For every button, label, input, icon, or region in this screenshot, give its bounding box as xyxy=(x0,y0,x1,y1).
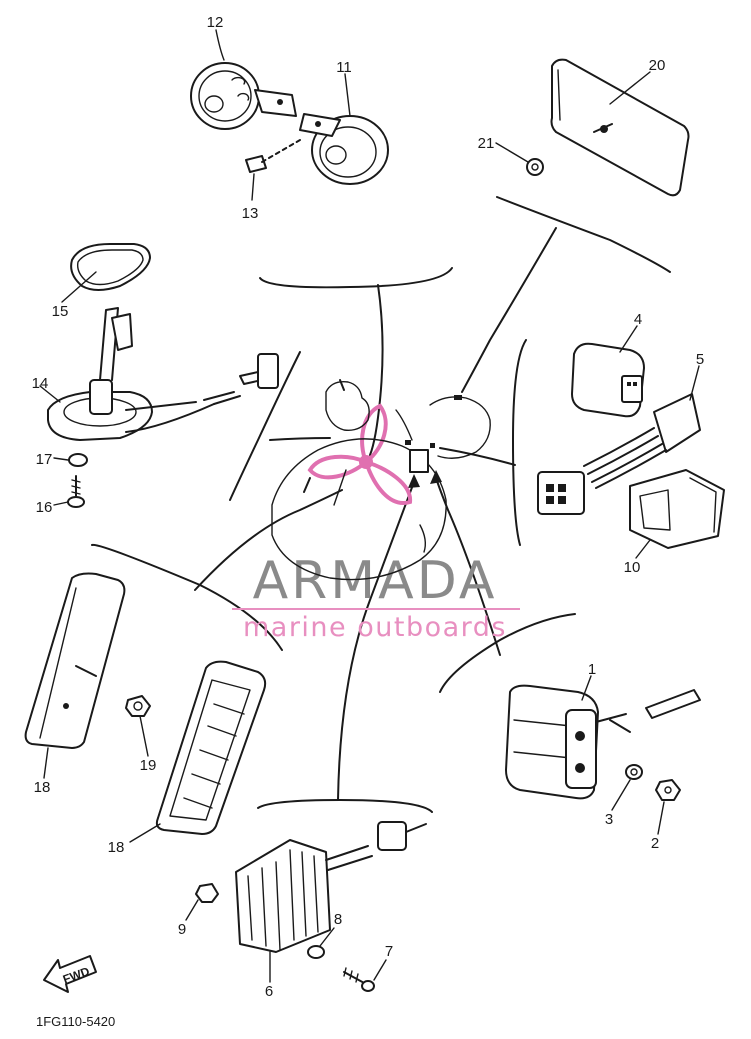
part-label-21: 21 xyxy=(478,135,495,152)
part-label-17: 17 xyxy=(36,451,53,468)
part-label-13: 13 xyxy=(242,205,259,222)
sender-unit-14 xyxy=(47,307,279,441)
gasket-15 xyxy=(70,243,151,291)
part-label-16: 16 xyxy=(36,499,53,516)
panel-20 xyxy=(550,58,690,197)
washer-3 xyxy=(625,764,643,780)
reflector-18-right xyxy=(155,660,267,835)
callout-leaders xyxy=(39,29,700,983)
part-label-3: 3 xyxy=(605,811,613,828)
screw-16 xyxy=(67,475,85,508)
nut-21 xyxy=(526,158,544,176)
part-label-12: 12 xyxy=(207,14,224,31)
rectifier-6 xyxy=(235,821,427,953)
part-label-7: 7 xyxy=(385,943,393,960)
relay-4 xyxy=(571,342,645,418)
watermark-tagline: marine outboards xyxy=(243,612,507,643)
part-labels: 12 11 13 20 21 15 14 17 16 4 5 10 1 3 2 … xyxy=(32,14,705,1000)
part-label-10: 10 xyxy=(624,559,641,576)
part-label-6: 6 xyxy=(265,983,273,1000)
part-label-18-left: 18 xyxy=(34,779,51,796)
drawing-code: 1FG110-5420 xyxy=(36,1014,115,1029)
propeller-logo-icon xyxy=(307,403,413,505)
part-label-14: 14 xyxy=(32,375,49,392)
frame-engine-sketch xyxy=(271,379,491,581)
part-label-9: 9 xyxy=(178,921,186,938)
horn-11 xyxy=(299,113,389,185)
watermark: ARMADA marine outboards xyxy=(232,403,520,643)
part-label-11: 11 xyxy=(336,59,352,76)
horn-12 xyxy=(190,62,297,130)
part-label-15: 15 xyxy=(52,303,69,320)
screw-7 xyxy=(343,967,375,992)
part-label-19: 19 xyxy=(140,757,157,774)
watermark-brand: ARMADA xyxy=(253,551,498,611)
part-label-5: 5 xyxy=(696,351,704,368)
connector-icon xyxy=(409,449,429,473)
washer-17 xyxy=(68,453,88,467)
nut-9 xyxy=(195,883,219,903)
part-label-2: 2 xyxy=(651,835,659,852)
reflector-18-left xyxy=(24,572,126,749)
fwd-arrow-icon: FWD xyxy=(43,955,97,993)
nut-2 xyxy=(655,779,681,801)
part-label-1: 1 xyxy=(588,661,596,678)
leader-lines xyxy=(194,227,557,801)
part-label-8: 8 xyxy=(334,911,342,928)
bolt-13 xyxy=(245,139,301,173)
washer-8 xyxy=(307,945,325,959)
unit-10 xyxy=(629,469,725,549)
part-label-18-right: 18 xyxy=(108,839,125,856)
switch-1 xyxy=(505,684,701,800)
nut-19 xyxy=(125,695,151,717)
part-label-4: 4 xyxy=(634,311,642,328)
part-label-20: 20 xyxy=(649,57,666,74)
harness-5 xyxy=(537,393,701,515)
